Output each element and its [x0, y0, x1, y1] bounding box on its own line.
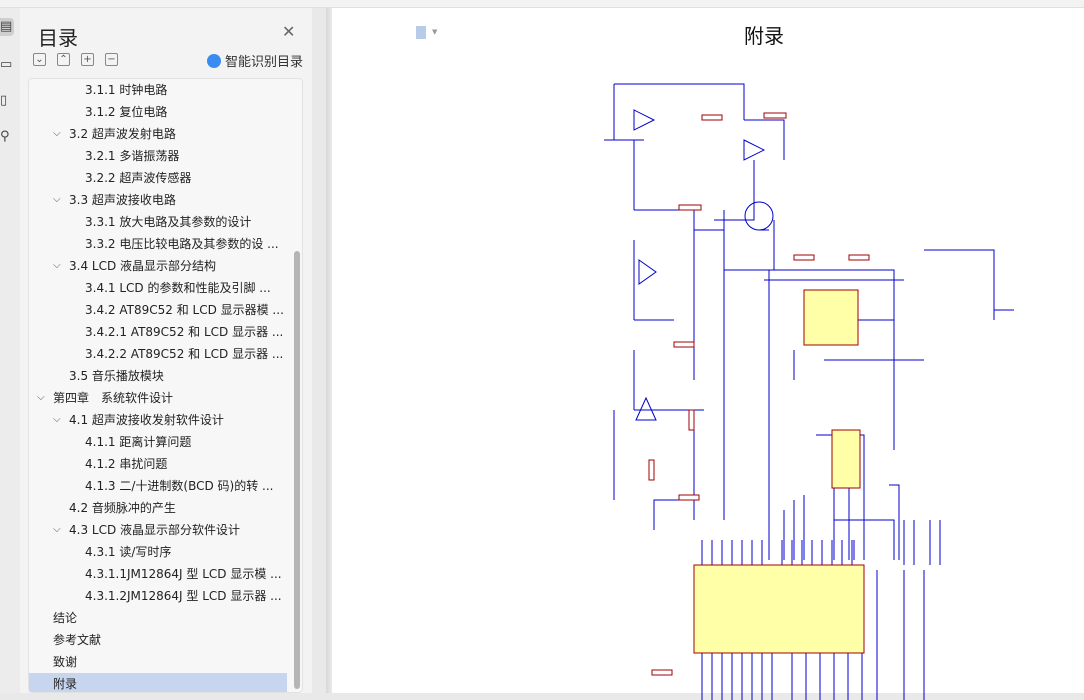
chevron-down-icon[interactable]: ⌵ [53, 128, 61, 139]
opamps [633, 109, 774, 421]
regulator-chip [831, 429, 861, 489]
page-gap [326, 8, 332, 693]
collapse-all-button[interactable]: ⌄ [33, 53, 46, 66]
document-heading: 附录 [744, 24, 784, 48]
opamp-3 [638, 259, 657, 285]
toc-item-label: 4.1.2 串扰问题 [85, 457, 168, 471]
toc-item-label: 3.4.2.1 AT89C52 和 LCD 显示器 ... [85, 325, 284, 339]
toc-item[interactable]: 4.1.1 距离计算问题 [29, 431, 287, 453]
toc-item-label: 4.1.3 二/十进制数(BCD 码)的转 ... [85, 479, 274, 493]
chips [693, 289, 865, 654]
top-toolbar [0, 0, 1084, 8]
toc-item-label: 3.4.1 LCD 的参数和性能及引脚 ... [85, 281, 271, 295]
resistors [648, 112, 870, 676]
toc-item-label: 3.1.1 时钟电路 [85, 83, 168, 97]
document-page: ▼ 附录 [332, 8, 1084, 700]
paragraph-marker-icon[interactable] [416, 26, 426, 39]
toc-item[interactable]: 3.4.2 AT89C52 和 LCD 显示器模 ... [29, 299, 287, 321]
toc-item-label: 3.5 音乐播放模块 [69, 369, 164, 383]
chevron-down-icon[interactable]: ⌵ [53, 414, 61, 425]
toc-item[interactable]: 4.3.1 读/写时序 [29, 541, 287, 563]
toc-scrollbar[interactable] [294, 251, 300, 689]
toc-item-label: 3.4.2.2 AT89C52 和 LCD 显示器 ... [85, 347, 284, 361]
toc-item-label: 4.2 音频脉冲的产生 [69, 501, 176, 515]
toc-item-label: 3.3 超声波接收电路 [69, 193, 176, 207]
toc-item[interactable]: 4.1.3 二/十进制数(BCD 码)的转 ... [29, 475, 287, 497]
toc-item[interactable]: 4.2 音频脉冲的产生 [29, 497, 287, 519]
toc-item[interactable]: 3.4.1 LCD 的参数和性能及引脚 ... [29, 277, 287, 299]
toc-item-label: 3.3.2 电压比较电路及其参数的设 ... [85, 237, 279, 251]
close-icon[interactable]: ✕ [282, 22, 296, 41]
toc-item[interactable]: ⌵ 4.1 超声波接收发射软件设计 [29, 409, 287, 431]
toc-item-label: 4.3.1.1JM12864J 型 LCD 显示模 ... [85, 567, 282, 581]
chevron-down-icon[interactable]: ⌵ [37, 392, 45, 403]
toc-item[interactable]: 4.3.1.1JM12864J 型 LCD 显示模 ... [29, 563, 287, 585]
smart-toc-button[interactable]: 智能识别目录 [207, 51, 303, 70]
toc-item-label: 3.2.2 超声波传感器 [85, 171, 192, 185]
toc-item[interactable]: 参考文献 [29, 629, 287, 651]
toc-item[interactable]: 3.3.2 电压比较电路及其参数的设 ... [29, 233, 287, 255]
toc-item-label: 4.3 LCD 液晶显示部分软件设计 [69, 523, 241, 537]
toc-item[interactable]: 4.3.1.2JM12864J 型 LCD 显示器 ... [29, 585, 287, 607]
toc-item[interactable]: 3.1.2 复位电路 [29, 101, 287, 123]
toc-item-label: 致谢 [53, 655, 78, 669]
toc-item[interactable]: 附录 [29, 673, 287, 692]
toc-item-label: 3.1.2 复位电路 [85, 105, 168, 119]
toc-item[interactable]: 3.2.2 超声波传感器 [29, 167, 287, 189]
search-icon[interactable]: ⚲ [0, 129, 10, 144]
toc-panel-icon[interactable]: ▤ [0, 18, 14, 36]
toc-item-label: 3.4 LCD 液晶显示部分结构 [69, 259, 217, 273]
toc-item-label: 第四章 系统软件设计 [53, 391, 174, 405]
toc-item[interactable]: 3.4.2.1 AT89C52 和 LCD 显示器 ... [29, 321, 287, 343]
collapse-level-button[interactable]: − [105, 53, 118, 66]
toc-item[interactable]: 结论 [29, 607, 287, 629]
toc-item-label: 4.3.1.2JM12864J 型 LCD 显示器 ... [85, 589, 282, 603]
dropdown-caret-icon[interactable]: ▼ [432, 28, 438, 36]
toc-item[interactable]: 3.5 音乐播放模块 [29, 365, 287, 387]
chevron-down-icon[interactable]: ⌵ [53, 524, 61, 535]
toc-item[interactable]: 3.4.2.2 AT89C52 和 LCD 显示器 ... [29, 343, 287, 365]
timer-555-chip [803, 289, 859, 346]
toc-item-label: 结论 [53, 611, 78, 625]
expand-level-button[interactable]: + [81, 53, 94, 66]
toc-item-label: 3.2 超声波发射电路 [69, 127, 176, 141]
transistor [744, 201, 774, 231]
toc-item[interactable]: 3.2.1 多谐振荡器 [29, 145, 287, 167]
toc-item[interactable]: 致谢 [29, 651, 287, 673]
smart-toc-label: 智能识别目录 [225, 55, 304, 70]
toc-item[interactable]: ⌵ 3.2 超声波发射电路 [29, 123, 287, 145]
toc-item[interactable]: 3.3.1 放大电路及其参数的设计 [29, 211, 287, 233]
bookmark-panel-icon[interactable]: ▭ [0, 57, 13, 72]
toc-item[interactable]: 3.1.1 时钟电路 [29, 79, 287, 101]
toc-item-label: 附录 [53, 677, 78, 691]
opamp-4 [635, 396, 657, 421]
chevron-down-icon[interactable]: ⌵ [53, 194, 61, 205]
toc-item-label: 3.2.1 多谐振荡器 [85, 149, 180, 163]
thumbnail-panel-icon[interactable]: ▯ [0, 93, 8, 108]
chevron-down-icon[interactable]: ⌵ [53, 260, 61, 271]
opamp-2 [743, 139, 766, 161]
toc-item-label: 参考文献 [53, 633, 102, 647]
toc-sidebar: 目录 ✕ ⌄ ⌃ + − 智能识别目录 3.1.1 时钟电路 3.1.2 复位电路… [20, 8, 312, 693]
toc-item[interactable]: ⌵ 第四章 系统软件设计 [29, 387, 287, 409]
toc-item[interactable]: ⌵ 3.4 LCD 液晶显示部分结构 [29, 255, 287, 277]
toc-title: 目录 [38, 26, 78, 50]
toc-item-label: 3.3.1 放大电路及其参数的设计 [85, 215, 252, 229]
smart-icon [207, 53, 221, 68]
side-icon-strip: ▤ ▭ ▯ ⚲ [0, 8, 20, 693]
toc-item-label: 3.4.2 AT89C52 和 LCD 显示器模 ... [85, 303, 284, 317]
expand-all-button[interactable]: ⌃ [57, 53, 70, 66]
toc-item[interactable]: ⌵ 4.3 LCD 液晶显示部分软件设计 [29, 519, 287, 541]
mcu-chip [693, 564, 865, 654]
toc-item-label: 4.1 超声波接收发射软件设计 [69, 413, 224, 427]
toc-item-label: 4.1.1 距离计算问题 [85, 435, 192, 449]
toc-list: 3.1.1 时钟电路 3.1.2 复位电路 ⌵ 3.2 超声波发射电路 3.2.1 多谐… [28, 78, 303, 693]
toc-item-label: 4.3.1 读/写时序 [85, 545, 172, 559]
toc-item[interactable]: ⌵ 3.3 超声波接收电路 [29, 189, 287, 211]
opamp-1 [633, 109, 656, 131]
circuit-schematic [604, 83, 1014, 700]
toc-item[interactable]: 4.1.2 串扰问题 [29, 453, 287, 475]
